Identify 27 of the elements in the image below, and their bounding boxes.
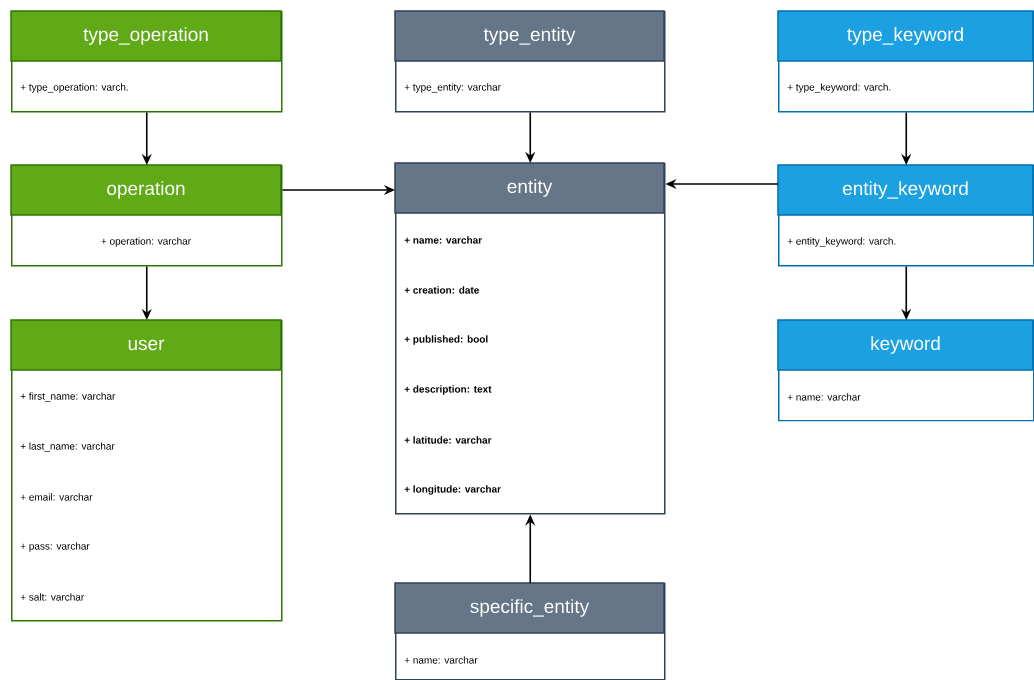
class-header: operation <box>10 164 282 216</box>
attribute-text: + operation: varchar <box>101 237 191 247</box>
class-header: entity_keyword <box>777 164 1034 216</box>
attribute-text: + type_keyword: varch. <box>787 83 891 93</box>
attribute-text: + longitude: varchar <box>404 485 501 495</box>
attribute-text: + first_name: varchar <box>20 392 116 402</box>
attribute-text: + email: varchar <box>20 493 93 501</box>
attribute-text: + name: varchar <box>787 393 861 401</box>
attribute-text: + creation: date <box>404 286 479 294</box>
class-header: type_keyword <box>777 10 1034 62</box>
attribute-text: + entity_keyword: varch. <box>787 237 896 247</box>
attribute-text: + published: bool <box>404 335 488 345</box>
attribute-text: + last_name: varchar <box>20 442 115 452</box>
class-header: type_operation <box>10 10 282 62</box>
class-header: entity <box>394 162 665 214</box>
attribute-text: + type_operation: varch. <box>20 83 128 93</box>
attribute-text: + type_entity: varchar <box>404 83 501 93</box>
class-header: specific_entity <box>394 582 665 634</box>
attribute-text: + name: varchar <box>404 656 478 664</box>
attribute-text: + pass: varchar <box>20 542 90 552</box>
attribute-text: + name: varchar <box>404 236 482 244</box>
class-header: keyword <box>777 319 1034 371</box>
attribute-text: + latitude: varchar <box>404 436 492 444</box>
class-header: type_entity <box>394 10 665 62</box>
attribute-text: + description: text <box>404 385 492 395</box>
attribute-text: + salt: varchar <box>20 593 85 601</box>
class-header: user <box>10 319 282 371</box>
